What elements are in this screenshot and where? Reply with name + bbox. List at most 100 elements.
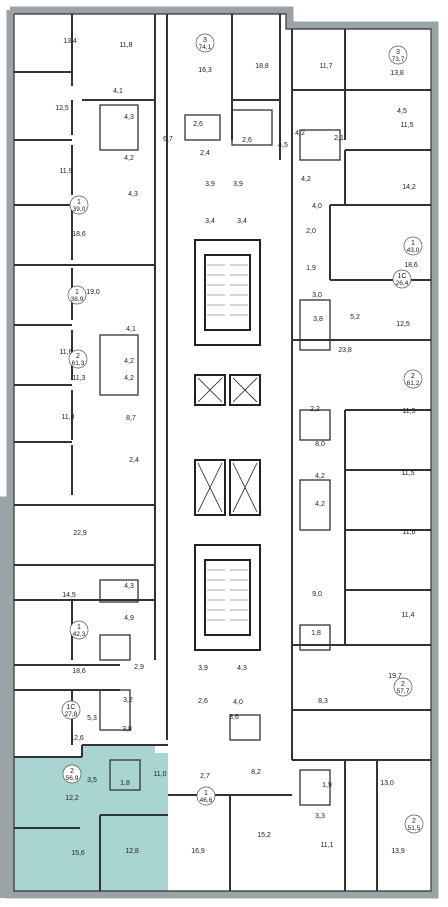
room-area-label: 4,2	[124, 375, 134, 382]
room-area-label: 4,2	[315, 473, 325, 480]
room-area-label: 1,8	[120, 780, 130, 787]
room-area-label: 11,3	[72, 375, 85, 382]
room-area-label: 18,6	[72, 231, 86, 238]
room-area-label: 19,7	[388, 673, 402, 680]
apartment-badge[interactable]: 143,0	[403, 236, 423, 256]
apartment-badge[interactable]: 261,3	[68, 349, 88, 369]
room-area-label: 15,2	[257, 832, 271, 839]
apartment-badge-ring	[62, 764, 82, 784]
highlighted-apartment[interactable]	[13, 745, 168, 893]
apartment-type: 1	[77, 199, 81, 206]
room-area-label: 12,8	[125, 848, 139, 855]
room-area-label: 4,9	[124, 615, 134, 622]
apartment-type: 1	[204, 790, 208, 797]
apartment-badge[interactable]: 138,9	[67, 285, 87, 305]
room-area-label: 2,4	[200, 150, 210, 157]
apartment-type: 1С	[67, 704, 76, 711]
room-area-label: 23,8	[338, 347, 352, 354]
apartment-badge[interactable]: 257,7	[393, 677, 413, 697]
apartment-badge-ring	[403, 236, 423, 256]
apartment-type: 1	[77, 624, 81, 631]
room-area-label: 12,2	[65, 795, 79, 802]
room-area-label: 2,9	[134, 664, 144, 671]
apartment-total-area: 73,7	[392, 56, 405, 63]
room-area-label: 4,0	[312, 203, 322, 210]
apartment-type: 1	[411, 240, 415, 247]
room-area-label: 4,5	[397, 108, 407, 115]
room-area-label: 19,0	[86, 289, 100, 296]
room-area-label: 12,5	[55, 105, 69, 112]
apartment-total-area: 39,0	[73, 206, 86, 213]
apartment-badge[interactable]: 374,1	[195, 33, 215, 53]
room-area-label: 13,8	[390, 70, 404, 77]
apartment-total-area: 56,9	[66, 775, 79, 782]
apartment-badge[interactable]: 146,6	[196, 786, 216, 806]
room-area-label: 4,2	[301, 176, 311, 183]
room-area-label: 4,3	[124, 583, 134, 590]
room-area-label: 13,0	[380, 780, 394, 787]
room-area-label: 1,8	[311, 630, 321, 637]
room-area-label: 8,0	[315, 441, 325, 448]
room-area-label: 2,0	[306, 228, 316, 235]
apartment-badge-ring	[388, 45, 408, 65]
room-area-label: 11,5	[401, 470, 414, 477]
apartment-type: 2	[76, 353, 80, 360]
room-area-label: 2,6	[193, 121, 203, 128]
apartment-type: 2	[412, 818, 416, 825]
room-area-label: 6,7	[163, 136, 173, 143]
apartment-type: 2	[411, 373, 415, 380]
room-area-label: 15,6	[71, 850, 85, 857]
apartment-badges: 374,1373,7139,0143,0138,91С26,4261,3261,…	[61, 33, 424, 834]
apartment-badge-ring	[69, 195, 89, 215]
room-area-label: 3,9	[198, 665, 208, 672]
apartment-badge[interactable]: 139,0	[69, 195, 89, 215]
apartment-total-area: 26,4	[396, 280, 409, 287]
room-area-label: 22,9	[73, 530, 87, 537]
apartment-badge-ring	[61, 700, 81, 720]
room-area-label: 11,4	[401, 612, 414, 619]
apartment-type: 3	[396, 49, 400, 56]
room-area-label: 4,1	[113, 88, 123, 95]
apartment-badge-ring	[196, 786, 216, 806]
apartment-badge[interactable]: 142,3	[69, 620, 89, 640]
room-area-label: 3,8	[313, 316, 323, 323]
apartment-badge[interactable]: 251,5	[404, 814, 424, 834]
apartment-badge-ring	[393, 677, 413, 697]
room-area-label: 8,2	[251, 769, 261, 776]
room-area-label: 11,7	[319, 63, 332, 70]
apartment-type: 2	[401, 681, 405, 688]
room-area-label: 4,3	[128, 191, 138, 198]
room-area-label: 4,2	[295, 130, 305, 137]
room-area-label: 18,6	[72, 668, 86, 675]
apartment-badge-ring	[67, 285, 87, 305]
room-area-label: 13,4	[63, 38, 77, 45]
apartment-badge[interactable]: 261,2	[403, 369, 423, 389]
room-area-label: 16,3	[198, 67, 212, 74]
apartment-badge-ring	[68, 349, 88, 369]
room-area-label: 16,9	[191, 848, 205, 855]
apartment-badge[interactable]: 256,9	[62, 764, 82, 784]
stair-treads	[207, 264, 248, 621]
room-area-label: 3,0	[312, 292, 322, 299]
apartment-total-area: 43,0	[407, 247, 420, 254]
room-area-label: 3,9	[205, 181, 215, 188]
apartment-type: 1	[75, 289, 79, 296]
room-area-label: 1,9	[322, 782, 332, 789]
apartment-total-area: 57,7	[397, 688, 410, 695]
room-area-label: 3,4	[237, 218, 247, 225]
room-area-label: 2,2	[310, 406, 320, 413]
room-area-label: 5,3	[87, 715, 97, 722]
apartment-badge[interactable]: 373,7	[388, 45, 408, 65]
room-area-label: 14,5	[62, 592, 76, 599]
room-area-label: 3,2	[123, 697, 133, 704]
room-area-label: 2,6	[198, 698, 208, 705]
room-area-label: 11,9	[59, 168, 72, 175]
room-area-label: 11,5	[400, 122, 413, 129]
apartment-total-area: 46,6	[200, 797, 213, 804]
room-area-label: 11,1	[320, 842, 333, 849]
room-area-label: 12,6	[70, 735, 84, 742]
